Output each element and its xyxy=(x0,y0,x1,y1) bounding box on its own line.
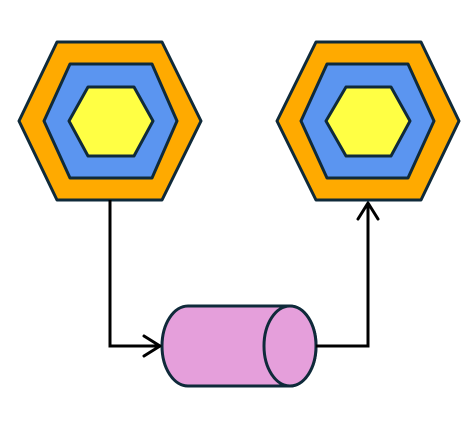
edge-hexagon-left-to-cylinder xyxy=(108,200,162,358)
hexagon-left-core xyxy=(67,85,155,158)
cylinder-node xyxy=(160,304,318,388)
arrowhead-1 xyxy=(142,334,162,358)
connector-line-1 xyxy=(108,200,160,348)
hexagon-right-core xyxy=(324,85,412,158)
connector-line-2 xyxy=(316,203,370,348)
cylinder-end-cap xyxy=(262,304,318,388)
hexagon-left-node xyxy=(17,40,203,202)
edge-cylinder-to-hexagon-right xyxy=(316,201,380,348)
hexagon-right-node xyxy=(275,40,461,202)
arrowhead-2 xyxy=(356,201,380,221)
